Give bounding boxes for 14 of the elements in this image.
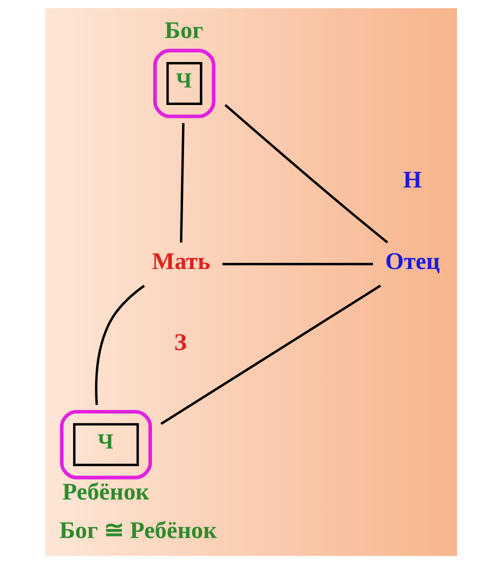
connector (95, 284, 145, 405)
node-box: Ч (60, 410, 152, 480)
connector (224, 104, 388, 244)
caption: Бог ≅ Ребёнок (59, 518, 217, 544)
node-label: Бог (164, 18, 204, 44)
connector (222, 262, 373, 266)
label: Н (403, 168, 422, 194)
connector (180, 123, 185, 242)
node-text: Отец (385, 248, 440, 275)
node-label: Ребёнок (62, 480, 150, 506)
node-box: Ч (153, 48, 216, 118)
connector (160, 284, 382, 425)
node-text: Мать (152, 248, 210, 275)
label: З (174, 330, 187, 356)
